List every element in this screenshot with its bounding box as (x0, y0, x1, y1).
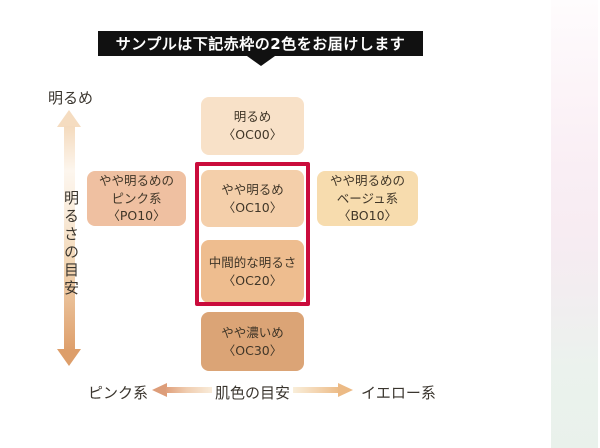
swatch-po10-label-line2: ピンク系 (111, 190, 162, 206)
vertical-axis-title: 明るさの目安 (62, 190, 80, 298)
arrow-shaft (63, 126, 75, 350)
highlight-frame (195, 162, 310, 306)
swatch-po10-label-line1: やや明るめの (98, 172, 174, 188)
swatch-po10: やや明るめの ピンク系 〈PO10〉 (87, 171, 186, 226)
swatch-po10-code: 〈PO10〉 (107, 208, 166, 224)
brightness-axis-arrow-icon (57, 110, 81, 366)
arrow-right-icon (338, 383, 353, 397)
swatch-bo10-code: 〈BO10〉 (337, 208, 398, 224)
hue-axis-arrow-left-icon (152, 383, 212, 397)
swatch-oc20-label: 中間的な明るさ (208, 254, 297, 270)
swatch-oc30: やや濃いめ 〈OC30〉 (201, 312, 304, 371)
swatch-oc20: 中間的な明るさ 〈OC20〉 (201, 240, 304, 303)
swatch-oc30-code: 〈OC30〉 (222, 342, 283, 358)
arrow-up-icon (57, 110, 81, 127)
arrow-left-icon (152, 383, 167, 397)
arrow-shaft (166, 387, 212, 393)
swatch-oc00-label: 明るめ (233, 109, 272, 125)
sample-banner: サンプルは下記赤枠の2色をお届けします (98, 31, 423, 56)
swatch-oc20-code: 〈OC20〉 (222, 272, 283, 288)
swatch-oc00: 明るめ 〈OC00〉 (201, 97, 304, 155)
swatch-oc10-label: やや明るめ (221, 181, 284, 197)
swatch-oc30-label: やや濃いめ (221, 324, 284, 340)
sample-banner-text: サンプルは下記赤枠の2色をお届けします (115, 35, 406, 53)
horizontal-axis-left-label: ピンク系 (88, 384, 149, 402)
arrow-shaft (293, 387, 339, 393)
swatch-bo10-label-line2: ベージュ系 (336, 190, 399, 206)
swatch-oc10-code: 〈OC10〉 (222, 199, 283, 215)
swatch-bo10-label-line1: やや明るめの (329, 172, 405, 188)
swatch-oc00-code: 〈OC00〉 (222, 127, 283, 142)
swatch-oc10: やや明るめ 〈OC10〉 (201, 170, 304, 227)
horizontal-axis-title: 肌色の目安 (215, 384, 291, 402)
swatch-bo10: やや明るめの ベージュ系 〈BO10〉 (317, 171, 418, 226)
vertical-axis-top-label: 明るめ (48, 89, 94, 107)
hue-axis-arrow-right-icon (293, 383, 353, 397)
horizontal-axis-right-label: イエロー系 (361, 384, 436, 402)
arrow-down-icon (57, 349, 81, 366)
page-edge-decoration (551, 0, 598, 448)
